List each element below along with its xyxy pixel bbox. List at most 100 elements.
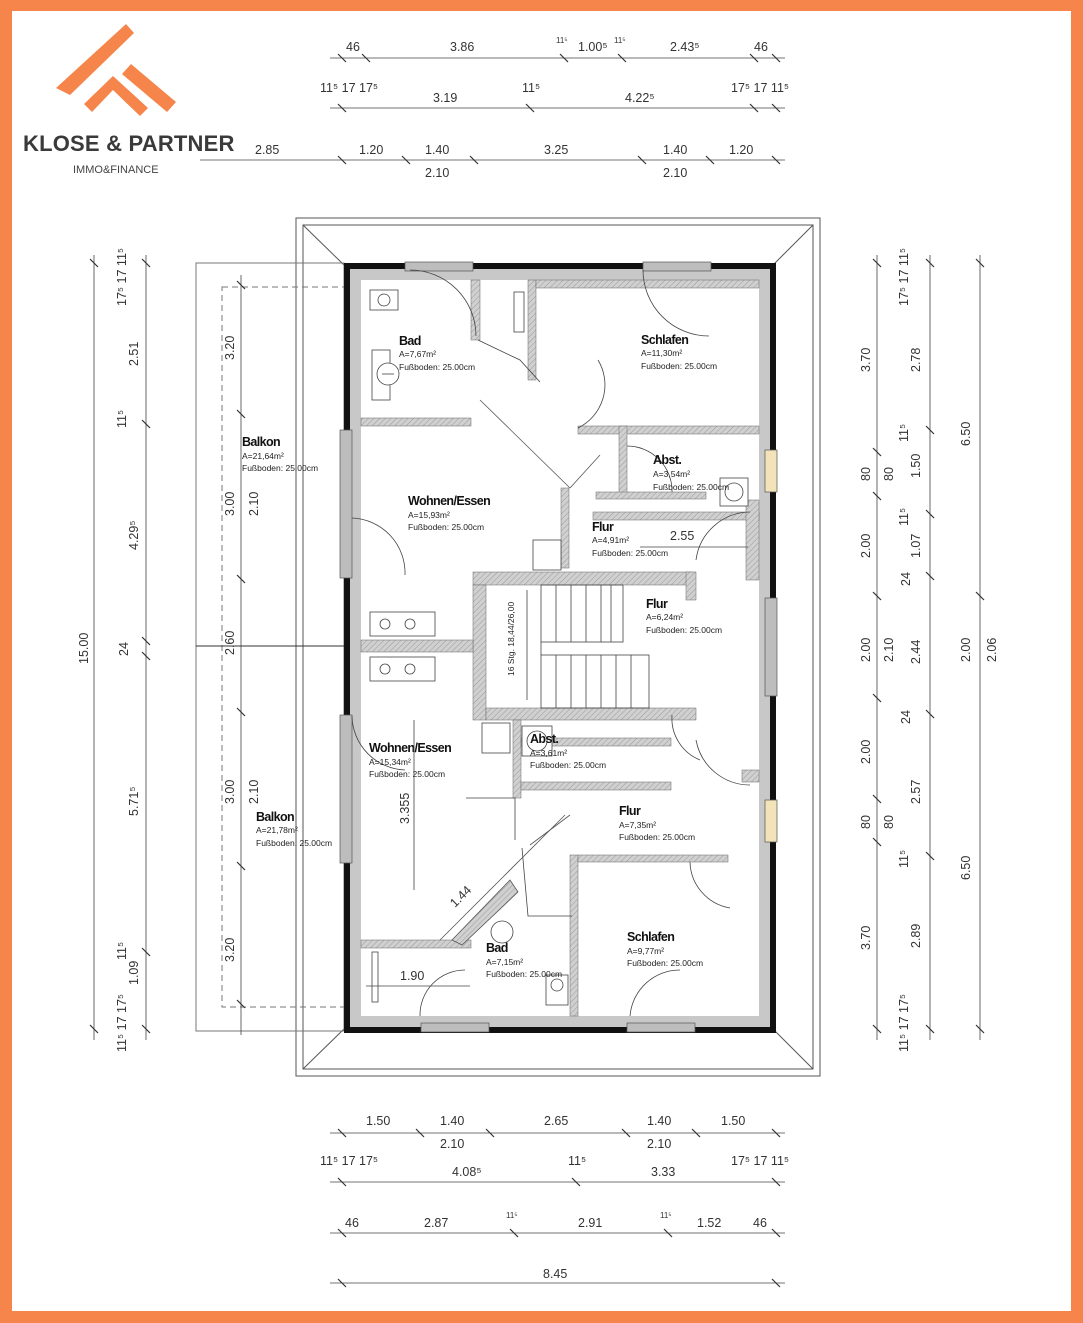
dim-value: 8.45: [543, 1267, 567, 1281]
room-area: A=7,67m²: [399, 349, 436, 359]
dim-value: 3.19: [433, 91, 457, 105]
dim-value: 80: [859, 467, 873, 481]
dim-value: 2.55: [670, 529, 694, 543]
dim-value: 2.44: [909, 640, 923, 664]
room-floor: Fußboden: 25.00cm: [530, 760, 606, 770]
dim-value: 1.20: [359, 143, 383, 157]
room-floor: Fußboden: 25.00cm: [641, 361, 717, 371]
room-area: A=3,61m²: [530, 748, 567, 758]
room-name: Abst.: [653, 453, 681, 467]
dim-value: 11⁵: [115, 942, 129, 960]
dim-value: 17⁵ 17 11⁵: [115, 248, 129, 306]
room-floor: Fußboden: 25.00cm: [646, 625, 722, 635]
dim-value: 2.10: [247, 492, 261, 516]
dim-value: 1.40: [647, 1114, 671, 1128]
dim-value: 2.06: [985, 638, 999, 662]
dim-value: 11⁵: [897, 424, 911, 442]
top-dimensions: 46 3.86 11⁵ 1.00⁵ 11⁵ 2.43⁵ 46 11⁵ 17 17…: [255, 36, 789, 180]
dim-value: 3.355: [398, 793, 412, 824]
dim-value: 1.40: [440, 1114, 464, 1128]
room-floor: Fußboden: 25.00cm: [242, 463, 318, 473]
dim-value: 11⁵: [506, 1211, 518, 1220]
doors: [351, 269, 751, 1017]
stair-note: 16 Stg. 18,44/26,00: [506, 602, 516, 676]
house-logo-icon: [56, 24, 176, 116]
dim-value: 24: [117, 642, 131, 656]
dim-value: 2.10: [440, 1137, 464, 1151]
dim-value: 80: [859, 815, 873, 829]
room-floor: Fußboden: 25.00cm: [592, 548, 668, 558]
dim-value: 24: [899, 572, 913, 586]
dim-value: 2.10: [425, 166, 449, 180]
room-name: Schlafen: [641, 333, 688, 347]
dim-value: 1.20: [729, 143, 753, 157]
dim-value: 11⁵: [556, 36, 568, 45]
dim-value: 3.70: [859, 926, 873, 950]
dim-value: 2.10: [882, 638, 896, 662]
dim-value: 17⁵ 17 11⁵: [731, 81, 789, 95]
room-area: A=11,30m²: [641, 348, 682, 358]
room-floor: Fußboden: 25.00cm: [619, 832, 695, 842]
dim-value: 2.10: [247, 780, 261, 804]
dimension-lines: [93, 57, 981, 1284]
dim-value: 1.50: [721, 1114, 745, 1128]
room-name: Balkon: [256, 810, 294, 824]
staircase: [526, 584, 650, 709]
dim-value: 3.33: [651, 1165, 675, 1179]
dim-value: 3.00: [223, 780, 237, 804]
room-name: Wohnen/Essen: [369, 741, 451, 755]
dim-value: 2.57: [909, 780, 923, 804]
dim-value: 11⁵ 17 17⁵: [897, 994, 911, 1052]
dim-value: 11⁵ 17 17⁵: [320, 1154, 378, 1168]
room-area: A=9,77m²: [627, 946, 664, 956]
dim-value: 46: [345, 1216, 359, 1230]
dim-value: 17⁵ 17 11⁵: [897, 248, 911, 306]
room-floor: Fußboden: 25.00cm: [369, 769, 445, 779]
dim-value: 3.25: [544, 143, 568, 157]
dim-value: 3.20: [223, 336, 237, 360]
dim-value: 2.65: [544, 1114, 568, 1128]
dim-value: 2.00: [959, 638, 973, 662]
dim-value: 2.00: [859, 740, 873, 764]
bottom-dimensions: 1.50 1.40 2.65 1.40 1.50 2.10 2.10 11⁵ 1…: [320, 1114, 789, 1281]
room-name: Abst.: [530, 732, 558, 746]
dim-value: 3.00: [223, 492, 237, 516]
room-floor: Fußboden: 25.00cm: [486, 969, 562, 979]
room-labels: Bad A=7,67m² Fußboden: 25.00cm Schlafen …: [242, 333, 729, 979]
room-name: Wohnen/Essen: [408, 494, 490, 508]
room-area: A=15,34m²: [369, 757, 411, 767]
dim-value: 2.78: [909, 348, 923, 372]
dim-value: 3.20: [223, 938, 237, 962]
dim-value: 2.89: [909, 924, 923, 948]
dim-value: 11⁵: [522, 81, 540, 95]
dimension-ticks: [89, 53, 985, 1288]
dim-value: 2.51: [127, 342, 141, 366]
room-area: A=21,78m²: [256, 825, 298, 835]
room-name: Flur: [619, 804, 641, 818]
dim-value: 1.40: [663, 143, 687, 157]
room-floor: Fußboden: 25.00cm: [653, 482, 729, 492]
dim-value: 11⁵: [897, 508, 911, 526]
dim-value: 11⁵: [614, 36, 626, 45]
room-area: A=3,54m²: [653, 469, 690, 479]
dim-value: 1.52: [697, 1216, 721, 1230]
dim-value: 80: [882, 467, 896, 481]
dim-value: 17⁵ 17 11⁵: [731, 1154, 789, 1168]
dim-value: 5.71⁵: [127, 786, 141, 816]
shower-icon-2: [490, 920, 514, 944]
dim-value: 1.40: [425, 143, 449, 157]
dim-value: 4.29⁵: [127, 520, 141, 550]
room-area: A=6,24m²: [646, 612, 683, 622]
dim-value: 11⁵: [897, 850, 911, 868]
right-dimensions: 3.70 80 2.00 2.00 2.00 80 3.70 80 2.10 8…: [859, 248, 999, 1052]
dim-value: 4.22⁵: [625, 91, 655, 105]
room-name: Bad: [399, 334, 421, 348]
dim-value: 2.91: [578, 1216, 602, 1230]
brand-name: KLOSE & PARTNER: [23, 131, 235, 156]
windows: [339, 261, 778, 1033]
dim-value: 1.90: [400, 969, 424, 983]
inner-walls: [360, 279, 760, 1017]
dim-value: 11⁵: [115, 410, 129, 428]
dim-value: 11⁵: [660, 1211, 672, 1220]
